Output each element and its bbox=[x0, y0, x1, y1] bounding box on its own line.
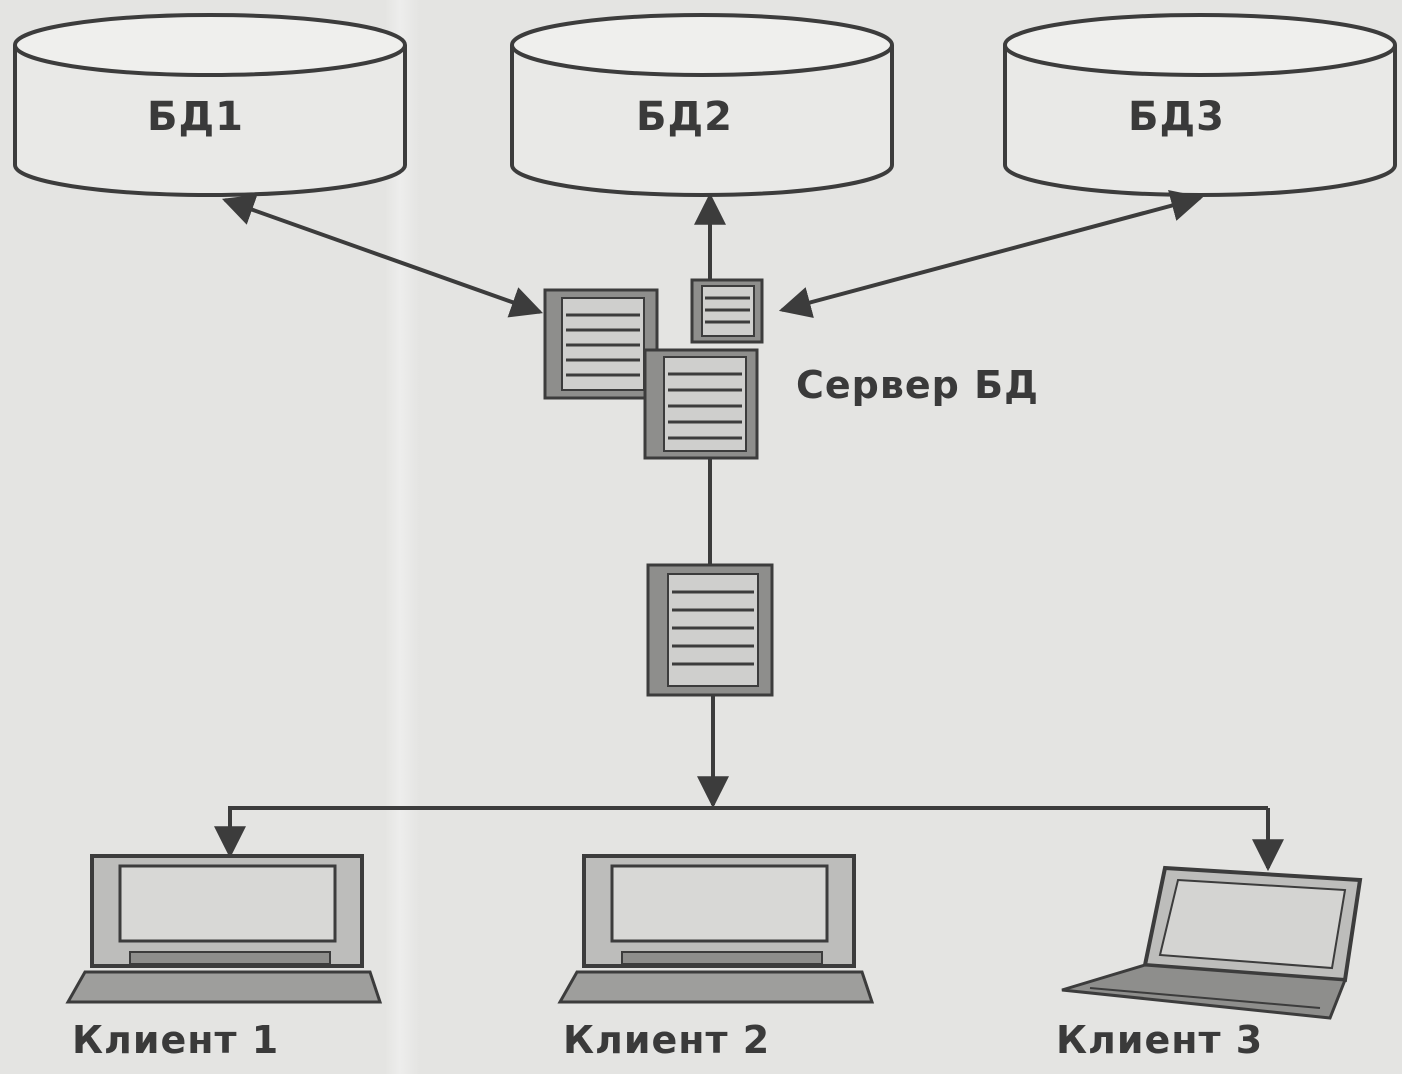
arrow-db1-server bbox=[221, 194, 544, 318]
client-label-3: Клиент 3 bbox=[1056, 1018, 1264, 1062]
application-server-tower bbox=[646, 563, 774, 697]
server-tower-left bbox=[543, 288, 659, 400]
database-cylinder-1 bbox=[13, 13, 407, 197]
database-label-1: БД1 bbox=[147, 94, 244, 140]
database-label-2: БД2 bbox=[636, 94, 733, 140]
client-3-laptop bbox=[1061, 865, 1363, 1020]
database-label-3: БД3 bbox=[1128, 94, 1225, 140]
client-1-computer bbox=[65, 854, 383, 1004]
server-label: Сервер БД bbox=[796, 363, 1039, 407]
client-label-2: Клиент 2 bbox=[563, 1018, 771, 1062]
client-2-computer bbox=[557, 854, 875, 1004]
server-tower-back bbox=[690, 278, 764, 344]
database-cylinder-2 bbox=[510, 13, 894, 197]
arrow-db3-server bbox=[778, 189, 1204, 319]
client-label-1: Клиент 1 bbox=[72, 1018, 280, 1062]
server-tower-front bbox=[643, 348, 759, 460]
